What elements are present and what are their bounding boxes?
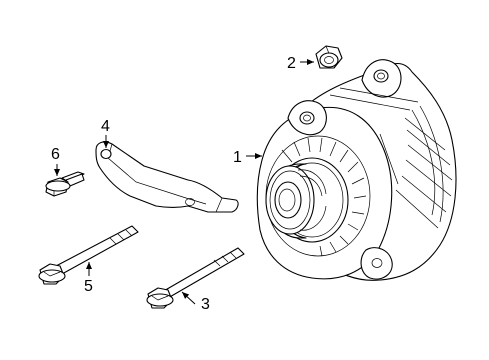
mounting-bracket-illustration [95, 141, 239, 213]
alternator-illustration [256, 59, 457, 281]
short-flange-bolt-illustration [45, 171, 85, 197]
callout-1: 1 [233, 149, 262, 166]
callout-number-4: 4 [101, 118, 110, 135]
hex-nut-illustration [315, 45, 343, 69]
callout-number-6: 6 [51, 146, 60, 163]
callout-3: 3 [181, 291, 210, 313]
long-bolt-right-illustration [146, 247, 245, 309]
callout-number-1: 1 [233, 149, 242, 166]
callout-2: 2 [287, 55, 314, 72]
callout-5: 5 [84, 262, 93, 295]
callout-number-3: 3 [201, 296, 210, 313]
callout-6: 6 [51, 146, 60, 176]
callout-number-2: 2 [287, 55, 296, 72]
callout-number-5: 5 [84, 278, 93, 295]
long-bolt-left-illustration [38, 225, 139, 285]
callout-4: 4 [101, 118, 110, 148]
